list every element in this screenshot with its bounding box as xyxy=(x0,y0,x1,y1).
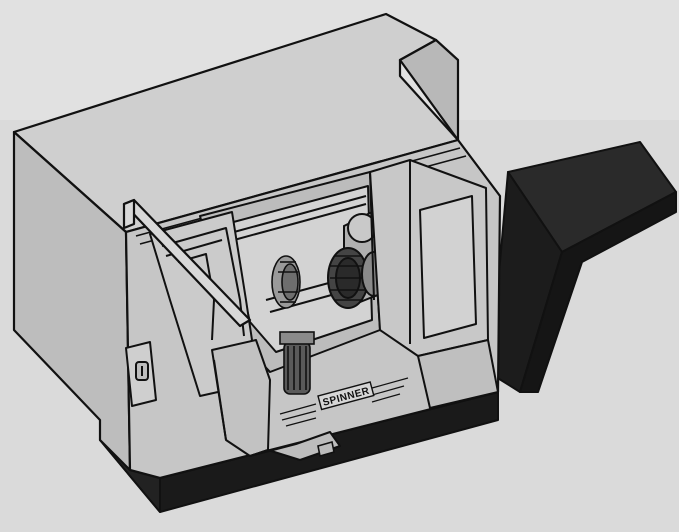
side-door xyxy=(369,159,489,357)
right-lower-panel xyxy=(417,339,499,409)
chip-guard xyxy=(211,339,341,461)
grille-lines xyxy=(279,377,409,427)
chip-conveyor xyxy=(487,141,677,393)
door-window xyxy=(419,195,477,339)
brand-plate xyxy=(317,381,375,411)
lower-collet xyxy=(279,331,315,395)
housing-step xyxy=(398,38,460,142)
base-access-plate xyxy=(317,440,335,458)
door-handle xyxy=(122,198,252,328)
spindle-chuck xyxy=(271,255,301,309)
key-switch-panel xyxy=(125,341,157,407)
